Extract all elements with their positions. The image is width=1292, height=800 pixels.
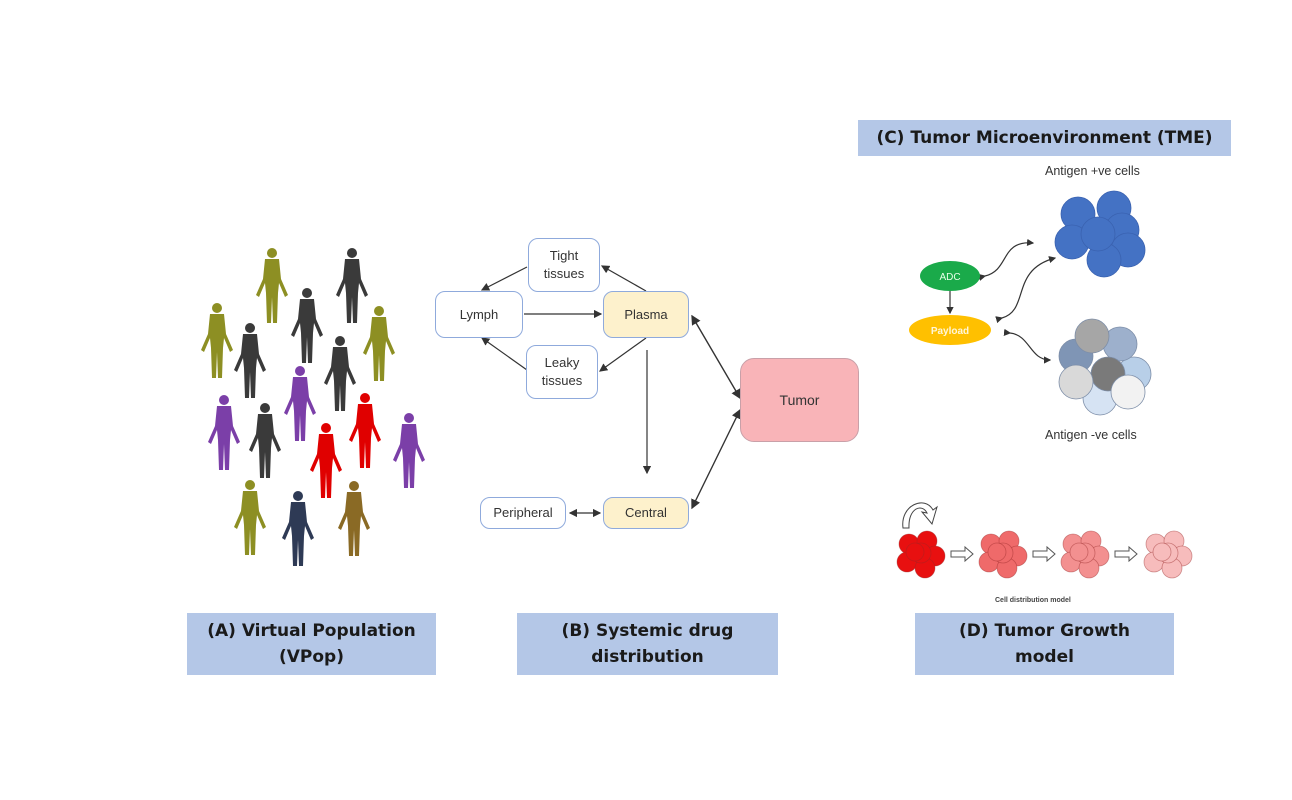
person-figure-icon xyxy=(349,393,381,468)
node-leaky-tissues: Leaky tissues xyxy=(526,345,598,399)
node-tight-line1: Tight xyxy=(549,248,579,263)
panel-c-title-text: (C) Tumor Microenvironment (TME) xyxy=(876,128,1213,148)
arrow-tight-to-lymph xyxy=(480,266,528,291)
person-figure-icon xyxy=(324,336,356,411)
node-central: Central xyxy=(603,497,689,529)
node-tight-line2: tissues xyxy=(543,266,585,281)
adc-label: ADC xyxy=(939,272,960,283)
payload-label: Payload xyxy=(931,326,969,337)
person-figure-icon xyxy=(284,366,316,441)
node-peripheral-label: Peripheral xyxy=(493,505,553,520)
node-lymph: Lymph xyxy=(435,291,523,338)
panel-a-title-line1: (A) Virtual Population xyxy=(207,621,416,641)
tumor-growth-stages xyxy=(896,530,1193,579)
person-figure-icon xyxy=(393,413,425,488)
panel-b-title: (B) Systemic drug distribution xyxy=(517,613,778,675)
node-central-label: Central xyxy=(625,505,667,520)
growth-arrow-icon xyxy=(950,545,974,563)
panel-a-title: (A) Virtual Population (VPop) xyxy=(187,613,436,675)
panel-c-title: (C) Tumor Microenvironment (TME) xyxy=(858,120,1231,156)
arrow-payload-antigen-pos xyxy=(995,256,1057,324)
cell-icon xyxy=(1080,216,1116,252)
arrow-plasma-to-tight xyxy=(600,265,647,292)
person-figure-icon xyxy=(336,248,368,323)
arrow-payload-antigen-neg xyxy=(1003,328,1052,364)
cell-icon xyxy=(1069,542,1089,562)
person-figure-icon xyxy=(208,395,240,470)
arrow-adc-antigen-pos xyxy=(978,238,1035,281)
cell-icon xyxy=(1074,318,1110,354)
growth-arrow-icon xyxy=(1032,545,1056,563)
adc-node xyxy=(920,261,980,291)
panel-b-title-line2: distribution xyxy=(591,647,704,667)
panel-d-title: (D) Tumor Growth model xyxy=(915,613,1174,675)
antigen-positive-cluster xyxy=(1054,190,1146,278)
node-leaky-line2: tissues xyxy=(541,373,583,388)
node-tight-tissues: Tight tissues xyxy=(528,238,600,292)
node-plasma-label: Plasma xyxy=(624,306,668,322)
node-leaky-line1: Leaky xyxy=(544,355,580,370)
person-figure-icon xyxy=(201,303,233,378)
arrow-plasma-tumor xyxy=(691,314,741,400)
tumor-stage-cluster xyxy=(1143,530,1193,579)
node-peripheral: Peripheral xyxy=(480,497,566,529)
arrow-central-tumor xyxy=(691,408,741,510)
panel-d-title-line1: (D) Tumor Growth xyxy=(958,621,1131,641)
node-tumor-label: Tumor xyxy=(779,392,820,408)
payload-node xyxy=(909,315,991,345)
panel-d-title-line2: model xyxy=(1015,647,1074,667)
person-figure-icon xyxy=(234,323,266,398)
cell-icon xyxy=(1058,364,1094,400)
person-figure-icon xyxy=(291,288,323,363)
antigen-negative-cluster xyxy=(1058,318,1152,416)
cell-icon xyxy=(1152,542,1172,562)
tumor-stage-cluster xyxy=(1060,530,1110,579)
person-figure-icon xyxy=(363,306,395,381)
node-lymph-label: Lymph xyxy=(459,306,499,322)
person-figure-icon xyxy=(310,423,342,498)
antigen-positive-label: Antigen +ve cells xyxy=(1045,164,1140,178)
tumor-stage-cluster xyxy=(978,530,1028,579)
antigen-negative-label: Antigen -ve cells xyxy=(1045,428,1137,442)
person-figure-icon xyxy=(282,491,314,566)
cell-distribution-caption: Cell distribution model xyxy=(995,597,1071,604)
panel-b-title-line1: (B) Systemic drug xyxy=(561,621,734,641)
panel-a-title-line2: (VPop) xyxy=(278,647,344,667)
cell-icon xyxy=(905,542,925,562)
person-figure-icon xyxy=(338,481,370,556)
cell-icon xyxy=(987,542,1007,562)
person-figure-icon xyxy=(234,480,266,555)
person-figure-icon xyxy=(249,403,281,478)
self-renewal-arrow-icon xyxy=(902,502,938,529)
node-tumor: Tumor xyxy=(740,358,859,442)
node-plasma: Plasma xyxy=(603,291,689,338)
cell-icon xyxy=(1110,374,1146,410)
arrow-plasma-to-leaky xyxy=(599,337,647,372)
tumor-stage-cluster xyxy=(896,530,946,579)
person-figure-icon xyxy=(256,248,288,323)
arrow-leaky-to-lymph xyxy=(481,337,528,371)
growth-arrow-icon xyxy=(1114,545,1138,563)
